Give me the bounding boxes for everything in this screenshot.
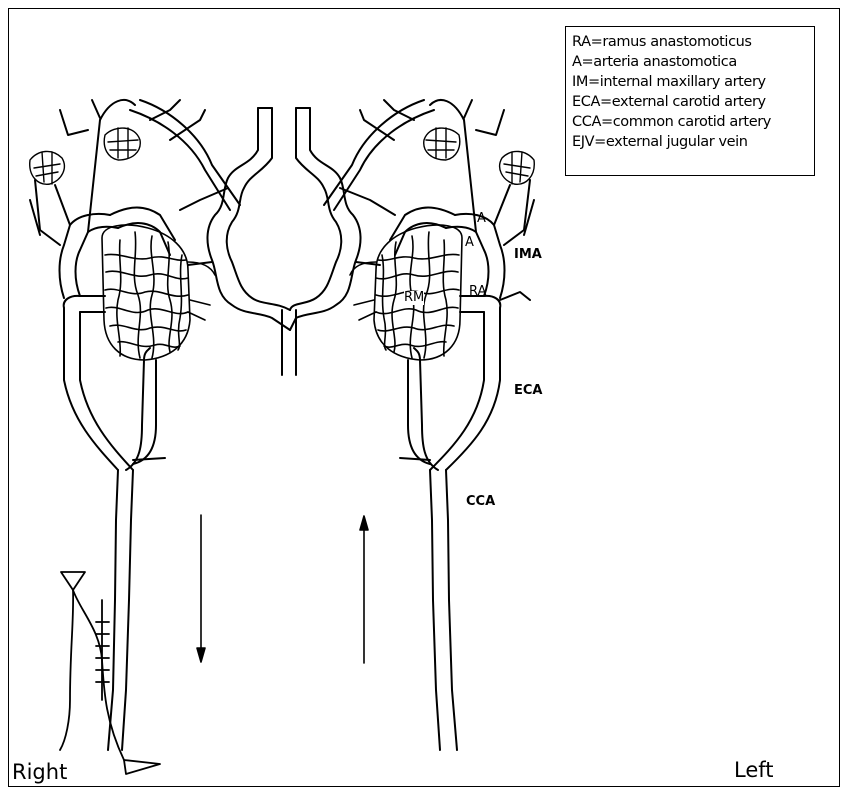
right-small-rete	[30, 128, 141, 184]
side-label-left: Left	[734, 758, 774, 782]
label-ima: IMA	[514, 248, 542, 262]
legend-item-im: IM=internal maxillary artery	[572, 72, 814, 92]
legend-item-ejv: EJV=external jugular vein	[572, 132, 814, 152]
legend-item-cca: CCA=common carotid artery	[572, 112, 814, 132]
left-small-rete	[424, 128, 535, 184]
label-eca: ECA	[514, 384, 542, 398]
legend-item-ra: RA=ramus anastomoticus	[572, 32, 814, 52]
right-external-carotid-artery	[64, 296, 133, 470]
upward-flow-arrow	[360, 516, 368, 663]
legend-item-a: A=arteria anastomotica	[572, 52, 814, 72]
left-common-carotid-artery	[430, 470, 457, 750]
right-internal-carotid-branch	[126, 348, 165, 470]
right-common-carotid-artery	[108, 470, 133, 750]
left-internal-carotid-branch	[400, 348, 438, 470]
side-label-right: Right	[12, 760, 67, 784]
label-a-lower: A	[465, 236, 474, 250]
left-external-carotid-artery	[430, 296, 500, 470]
legend-box: RA=ramus anastomoticus A=arteria anastom…	[565, 26, 815, 176]
circle-of-willis	[180, 108, 395, 375]
label-rm: RM	[404, 291, 424, 305]
right-rete-mirabile	[102, 225, 215, 360]
label-cca: CCA	[466, 495, 495, 509]
label-ra: RA	[469, 285, 486, 299]
downward-flow-arrow	[197, 515, 205, 662]
label-a-upper: A	[477, 212, 486, 226]
legend-item-eca: ECA=external carotid artery	[572, 92, 814, 112]
external-jugular-vein	[60, 572, 160, 774]
